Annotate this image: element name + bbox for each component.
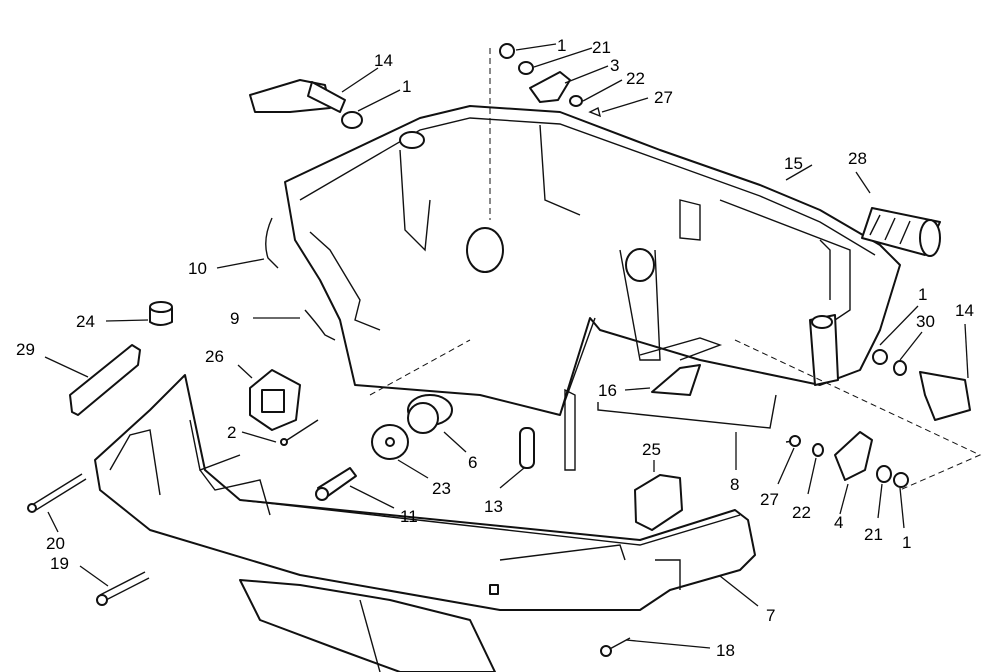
callout-4: 4: [834, 513, 843, 532]
retainer-part-16: [651, 364, 701, 396]
callout-8: 8: [730, 475, 739, 494]
callout-1-right: 1: [918, 285, 927, 304]
center-parts-group: [315, 394, 683, 531]
handle-part-14-left: [249, 79, 363, 129]
right-hardware-group: [872, 349, 971, 421]
callout-28: 28: [848, 149, 867, 168]
callout-23: 23: [432, 479, 451, 498]
top-hardware-group: [499, 43, 602, 118]
callout-1-bottom: 1: [902, 533, 911, 552]
link-wire-part-8: [597, 394, 777, 429]
callout-27-bottom: 27: [760, 490, 779, 509]
spring-clip-part-9: [304, 309, 336, 341]
callout-26: 26: [205, 347, 224, 366]
callout-18: 18: [716, 641, 735, 660]
callout-11: 11: [400, 507, 418, 526]
callout-20: 20: [46, 534, 65, 553]
callout-27-top: 27: [654, 88, 673, 107]
upper-cowl-part-15: [284, 105, 901, 471]
callout-7: 7: [766, 606, 775, 625]
callout-2: 2: [227, 423, 236, 442]
left-parts-group: [27, 301, 319, 606]
callout-13: 13: [484, 497, 503, 516]
callout-3: 3: [610, 56, 619, 75]
callout-19: 19: [50, 554, 69, 573]
spring-clip-part-10: [265, 217, 279, 269]
callout-25: 25: [642, 440, 661, 459]
callout-21-bottom: 21: [864, 525, 883, 544]
callout-1-top: 1: [557, 36, 566, 55]
callout-9: 9: [230, 309, 239, 328]
callout-22-bottom: 22: [792, 503, 811, 522]
lower-cowl-part-7: [94, 374, 756, 672]
callout-10: 10: [188, 259, 207, 278]
callout-16: 16: [598, 381, 617, 400]
callout-21-top: 21: [592, 38, 611, 57]
callout-14-left: 14: [374, 51, 393, 70]
callout-29: 29: [16, 340, 35, 359]
callout-6: 6: [468, 453, 477, 472]
callout-30: 30: [916, 312, 935, 331]
callout-1-left: 1: [402, 77, 411, 96]
callout-24: 24: [76, 312, 95, 331]
callout-22-top: 22: [626, 69, 645, 88]
bottom-right-hardware-group: [600, 431, 909, 657]
sleeve-part-28: [861, 207, 941, 257]
callout-15: 15: [784, 154, 803, 173]
callout-14-right: 14: [955, 301, 974, 320]
